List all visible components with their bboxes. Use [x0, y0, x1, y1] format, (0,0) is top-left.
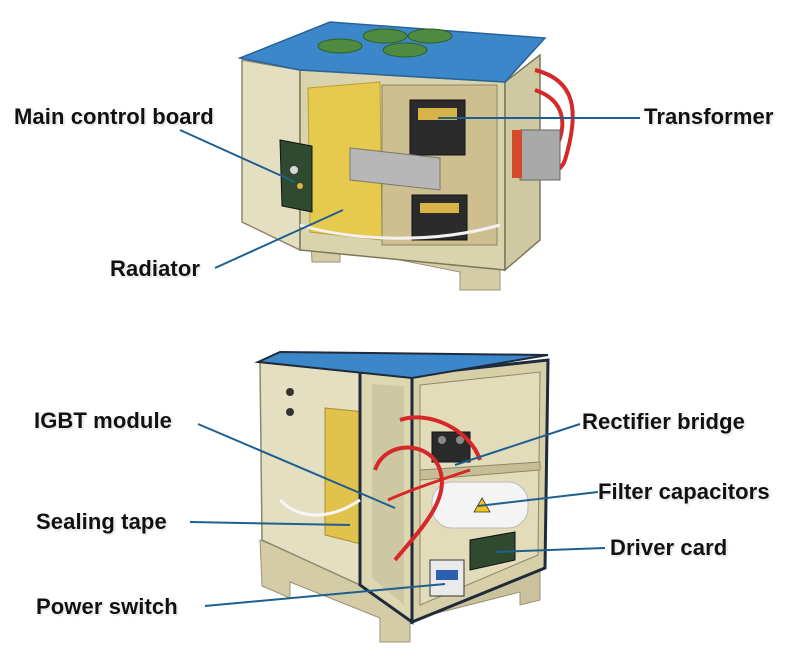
fan-grille — [407, 28, 453, 44]
terminal-insulator — [512, 130, 522, 178]
leader-driver-card — [494, 547, 606, 553]
board-component — [290, 166, 298, 174]
driver-card-graphic — [469, 531, 516, 571]
top-white-cable — [299, 223, 501, 240]
label-rectifier-bridge: Rectifier bridge — [582, 409, 745, 434]
fan-grille — [382, 42, 428, 58]
top-output-terminal — [519, 129, 561, 181]
bottom-red-cable — [373, 445, 444, 562]
transformer-core-lower — [420, 203, 459, 213]
fan-grille — [317, 38, 363, 54]
board-component — [297, 183, 303, 189]
bottom-cabinet-lid — [254, 350, 549, 380]
label-transformer: Transformer — [644, 104, 774, 129]
label-filter-capacitors: Filter capacitors — [598, 479, 770, 504]
side-knob — [286, 388, 294, 396]
radiator-plate — [349, 147, 441, 191]
bottom-cabinet-illustration — [254, 350, 550, 643]
rectifier-terminal — [456, 436, 464, 444]
bottom-cabinet-front-opening — [372, 384, 404, 605]
label-power-switch: Power switch — [36, 594, 178, 619]
label-driver-card: Driver card — [610, 535, 728, 560]
leader-lines — [179, 117, 640, 607]
leader-main-control-board — [179, 129, 296, 183]
top-cabinet-illustration — [237, 21, 575, 291]
leader-sealing-tape — [189, 521, 351, 526]
leader-radiator — [214, 209, 344, 269]
bottom-white-wiring — [278, 498, 361, 517]
bottom-red-cable — [399, 415, 482, 461]
leader-igbt-module — [197, 423, 396, 509]
main-control-board-graphic — [279, 139, 313, 213]
label-main-control-board: Main control board — [14, 104, 214, 129]
label-igbt-module: IGBT module — [34, 408, 172, 433]
transformer-block-lower — [411, 194, 468, 241]
rectifier-terminal — [438, 436, 446, 444]
fan-grille — [362, 28, 408, 44]
label-sealing-tape: Sealing tape — [36, 509, 167, 534]
leader-rectifier-bridge — [454, 423, 581, 466]
leader-power-switch — [204, 583, 446, 607]
leader-filter-capacitors — [477, 491, 599, 507]
side-knob — [286, 408, 294, 416]
bottom-red-cable — [387, 468, 471, 502]
power-switch-lever — [436, 570, 458, 580]
label-radiator: Radiator — [110, 256, 201, 281]
